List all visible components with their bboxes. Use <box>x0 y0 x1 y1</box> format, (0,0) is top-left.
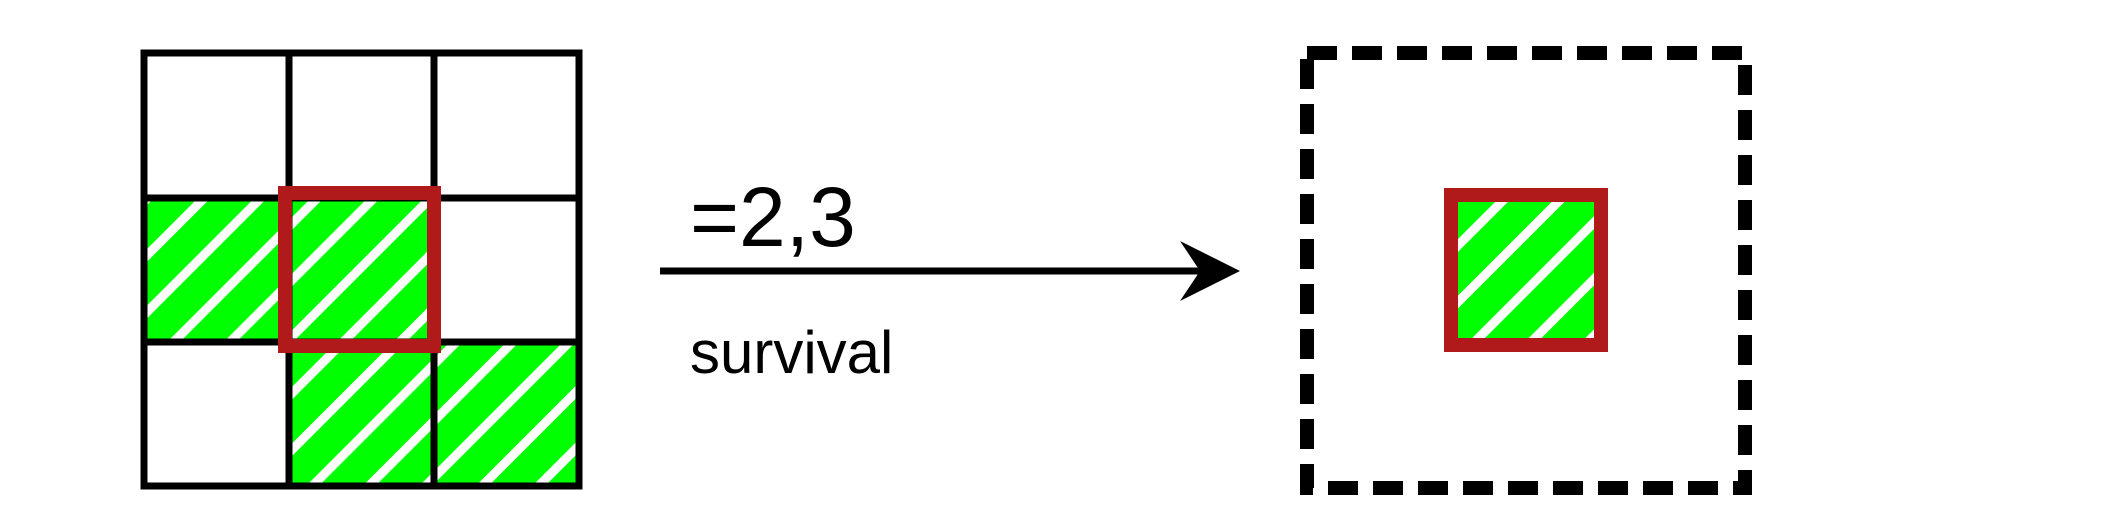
result-cell-highlight <box>1444 188 1608 352</box>
grid-cell-r1-c1 <box>289 198 434 342</box>
result-cell-fill <box>1451 195 1601 345</box>
center-cell-highlight <box>278 186 441 353</box>
result-cell <box>1300 46 1752 495</box>
rule-label: =2,3 <box>690 170 856 264</box>
transition-arrow <box>660 241 1240 301</box>
grid-cell-r1-c0 <box>144 198 289 342</box>
grid-lines <box>140 49 583 490</box>
grid-cell-r2-c1 <box>289 342 434 486</box>
rule-name: survival <box>690 319 893 386</box>
neighborhood-grid <box>140 49 583 490</box>
result-neighborhood-outline <box>1300 46 1752 495</box>
grid-cell-r2-c2 <box>434 342 579 486</box>
